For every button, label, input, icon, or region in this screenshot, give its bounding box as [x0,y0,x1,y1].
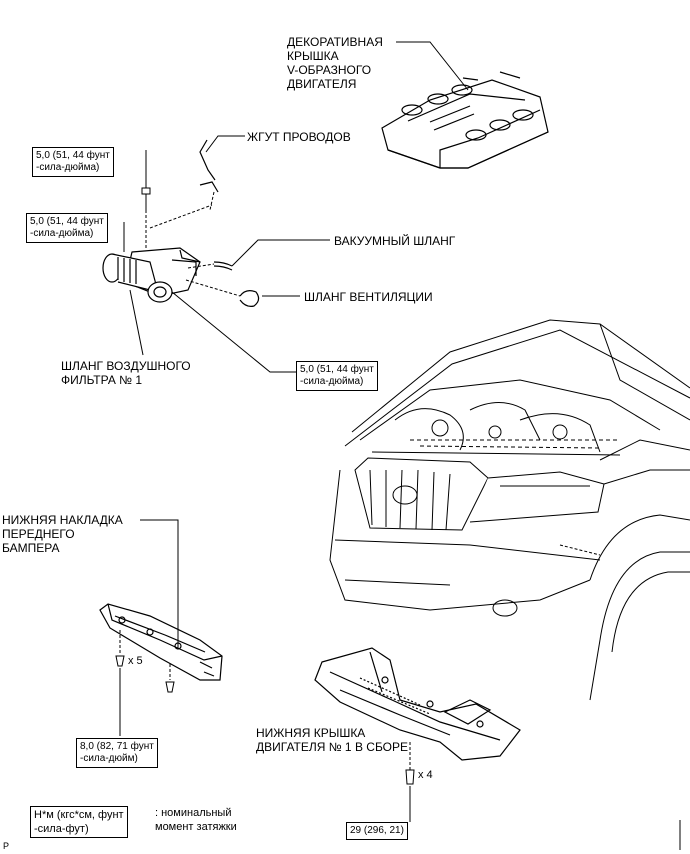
corner-mark: P [3,841,10,851]
vacuum-hose-label: ВАКУУМНЫЙ ШЛАНГ [334,234,456,248]
air-filter-hose-drawing [102,247,201,303]
air-filter-hose-label: ШЛАНГ ВОЗДУШНОГО ФИЛЬТРА № 1 [61,359,191,387]
torque-legend-description: : номинальный момент затяжки [155,807,237,833]
bolt-quantity-label: x 4 [418,769,433,781]
torque-spec-box: 29 (296, 21) [346,822,408,840]
bumper-cover-label: НИЖНЯЯ НАКЛАДКА ПЕРЕДНЕГО БАМПЕРА [2,513,123,555]
engine-cover-label: ДЕКОРАТИВНАЯ КРЫШКА V-ОБРАЗНОГО ДВИГАТЕЛ… [287,35,383,91]
torque-spec-box: 5,0 (51, 44 фунт -сила-дюйма) [32,147,114,177]
torque-spec-box: 8,0 (82, 71 фунт -сила-дюйм) [76,738,158,768]
torque-spec-box: 5,0 (51, 44 фунт -сила-дюйма) [26,213,108,243]
vehicle-front-drawing [329,319,690,701]
torque-unit-legend-box: Н*м (кгс*см, фунт -сила-фут) [30,806,128,838]
engine-under-cover-drawing [314,647,521,761]
engine-cover-drawing [381,71,549,169]
ventilation-hose-label: ШЛАНГ ВЕНТИЛЯЦИИ [304,290,433,304]
wire-harness-label: ЖГУТ ПРОВОДОВ [247,130,351,144]
engine-under-cover-label: НИЖНЯЯ КРЫШКА ДВИГАТЕЛЯ № 1 В СБОРЕ [256,726,409,754]
torque-spec-box: 5,0 (51, 44 фунт -сила-дюйма) [296,361,378,391]
bumper-cover-drawing [99,603,223,681]
clip-quantity-label: x 5 [128,655,143,667]
